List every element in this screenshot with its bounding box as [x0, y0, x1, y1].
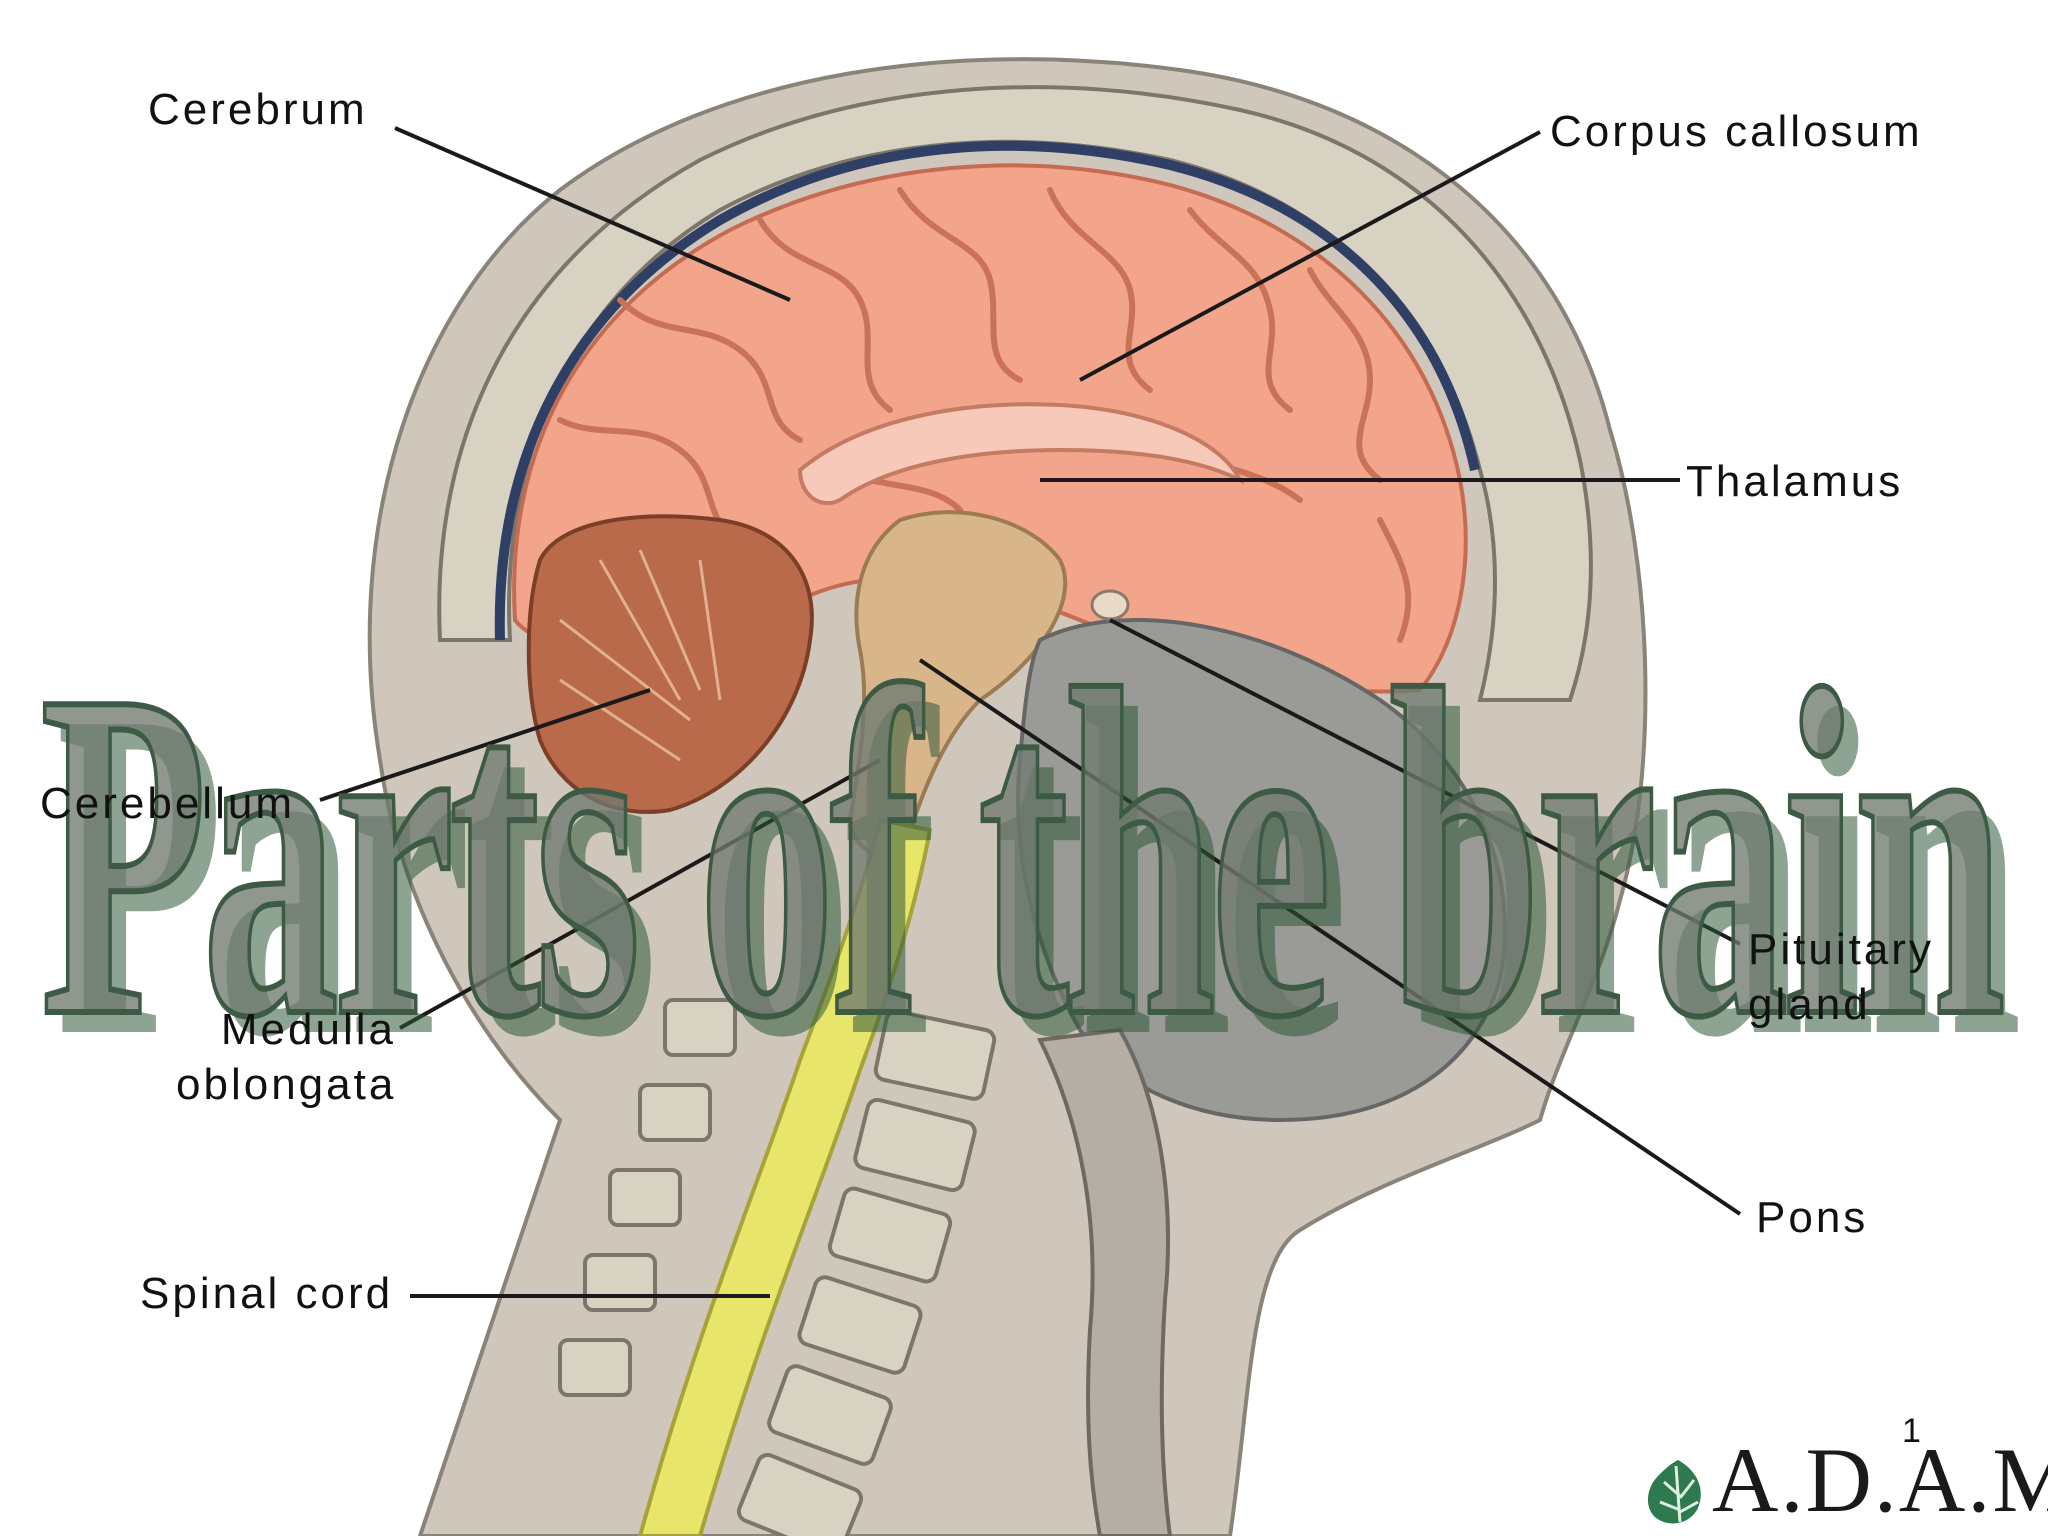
leader-lines [319, 126, 1742, 1298]
skull [437, 85, 1593, 702]
adam-logo-text: A.D.A.M. [1712, 1429, 2048, 1531]
leader-cerebrum [394, 126, 791, 302]
label-pons: Pons [1756, 1193, 1869, 1242]
leader-cerebellum [319, 688, 651, 802]
leader-corpus-callosum [1079, 130, 1541, 382]
label-cerebellum: Cerebellum [40, 779, 295, 828]
label-pituitary-line2: gland [1748, 980, 1871, 1029]
label-cerebrum: Cerebrum [148, 85, 368, 134]
airway [1036, 1027, 1173, 1536]
slide-number: 1 [1902, 1412, 1921, 1450]
leader-medulla [399, 758, 881, 1030]
spinal-cord-shape [637, 817, 933, 1536]
label-corpus-callosum: Corpus callosum [1550, 107, 1923, 156]
label-medulla-oblongata: Medulla oblongata [176, 1002, 396, 1112]
label-spinal-cord: Spinal cord [140, 1269, 394, 1318]
pituitary-shape [1090, 589, 1130, 621]
label-pituitary-line1: Pituitary [1748, 925, 1934, 974]
face-tissue [1016, 618, 1507, 1123]
cerebellum-folia [559, 549, 722, 762]
leader-pituitary [1109, 618, 1741, 946]
corpus-callosum-shape [797, 402, 1245, 506]
label-pituitary-gland: Pituitary gland [1748, 922, 2008, 1032]
leaf-logo-icon [1647, 1460, 1701, 1524]
vertebrae [558, 998, 997, 1536]
label-thalamus: Thalamus [1686, 457, 1904, 506]
leader-pons [918, 658, 1742, 1216]
dura [494, 140, 1480, 641]
label-medulla-line1: Medulla [220, 1005, 396, 1054]
label-medulla-line2: oblongata [176, 1060, 397, 1109]
